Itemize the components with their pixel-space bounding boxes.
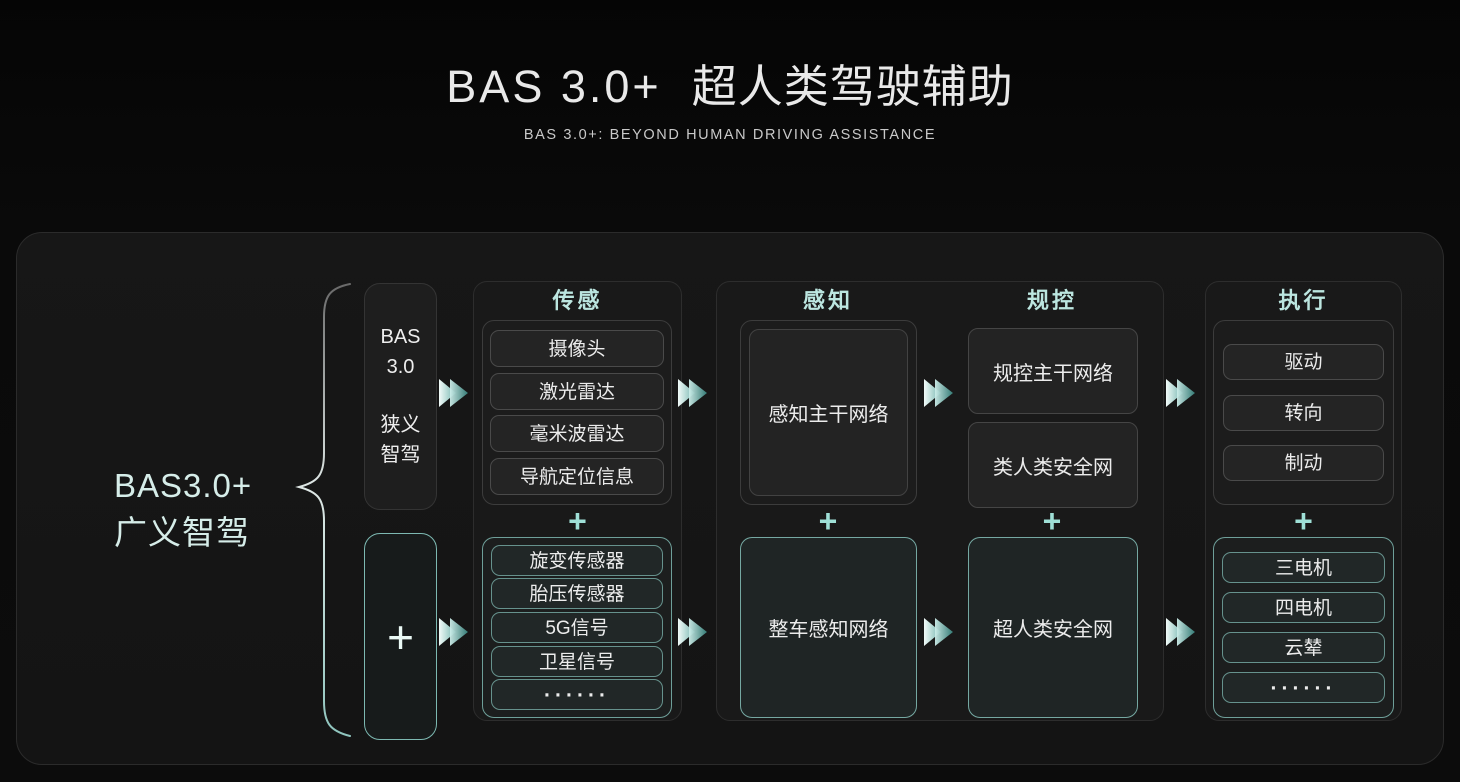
double-chevron-icon: [439, 618, 468, 646]
sensing-header: 传感: [552, 288, 603, 313]
sensing-item-more: ······: [491, 679, 663, 711]
sensing-top-group: 摄像头 激光雷达 毫米波雷达 导航定位信息: [482, 320, 672, 505]
sensing-item-resolver: 旋变传感器: [491, 544, 663, 576]
page-title-zh: 超人类驾驶辅助: [691, 61, 1014, 112]
bas30-line2: 3.0: [386, 356, 415, 378]
double-chevron-icon: [678, 618, 707, 646]
double-chevron-icon: [924, 618, 953, 646]
page-title: BAS 3.0+ 超人类驾驶辅助: [0, 50, 1460, 115]
execution-item-4motor: 四电机: [1222, 592, 1385, 623]
execution-item-steer: 转向: [1223, 394, 1384, 431]
execution-item-yunnian: 云辇: [1222, 632, 1385, 663]
perception-backbone-box: 感知主干网络: [749, 329, 908, 496]
execution-top-group: 驱动 转向 制动: [1213, 320, 1394, 505]
sensing-plus: +: [568, 503, 587, 539]
double-chevron-icon: [1166, 379, 1195, 407]
double-chevron-icon: [439, 379, 468, 407]
sensing-item-nav: 导航定位信息: [490, 457, 664, 495]
group-label-line1: BAS3.0+: [114, 467, 253, 504]
sensing-item-satellite: 卫星信号: [491, 645, 663, 677]
bas30-line1: BAS: [380, 326, 421, 348]
planning-header: 规控: [1026, 288, 1077, 313]
execution-item-drive: 驱动: [1223, 343, 1384, 380]
sensing-item-radar: 毫米波雷达: [490, 415, 664, 453]
planning-plus: +: [1042, 503, 1062, 539]
sensing-item-camera: 摄像头: [490, 330, 664, 368]
curly-brace-icon: [295, 283, 351, 737]
execution-header: 执行: [1278, 288, 1329, 313]
sensing-item-5g: 5G信号: [491, 611, 663, 643]
double-chevron-icon: [678, 379, 707, 407]
bas30-line4: 智驾: [380, 444, 421, 466]
perception-vehicle-box: 整车感知网络: [740, 537, 917, 718]
bas30-line3: 狭义: [380, 414, 421, 436]
execution-item-brake: 制动: [1223, 445, 1384, 482]
perception-header: 感知: [802, 288, 853, 313]
perception-top-group: 感知主干网络: [740, 320, 917, 505]
execution-bottom-group: 三电机 四电机 云辇 ······: [1213, 537, 1394, 718]
sensing-item-tpms: 胎压传感器: [491, 578, 663, 610]
group-label: BAS3.0+ 广义智驾: [114, 462, 252, 556]
execution-plus: +: [1294, 503, 1313, 539]
page-title-en: BAS 3.0+: [446, 61, 662, 112]
perception-plus: +: [818, 503, 838, 539]
double-chevron-icon: [1166, 618, 1195, 646]
sensing-item-lidar: 激光雷达: [490, 372, 664, 410]
planning-humanlike-box: 类人类安全网: [968, 422, 1138, 508]
planning-superhuman-box: 超人类安全网: [968, 537, 1138, 718]
execution-item-3motor: 三电机: [1222, 552, 1385, 583]
bas30-box: BAS 3.0 狭义 智驾: [364, 283, 437, 510]
page-subtitle: BAS 3.0+: BEYOND HUMAN DRIVING ASSISTANC…: [523, 127, 937, 143]
spacer: [365, 382, 436, 410]
plus-box: +: [364, 533, 437, 740]
double-chevron-icon: [924, 379, 953, 407]
execution-item-more: ······: [1222, 672, 1385, 703]
group-label-line2: 广义智驾: [114, 514, 250, 551]
planning-backbone-box: 规控主干网络: [968, 328, 1138, 414]
sensing-bottom-group: 旋变传感器 胎压传感器 5G信号 卫星信号 ······: [482, 537, 672, 718]
